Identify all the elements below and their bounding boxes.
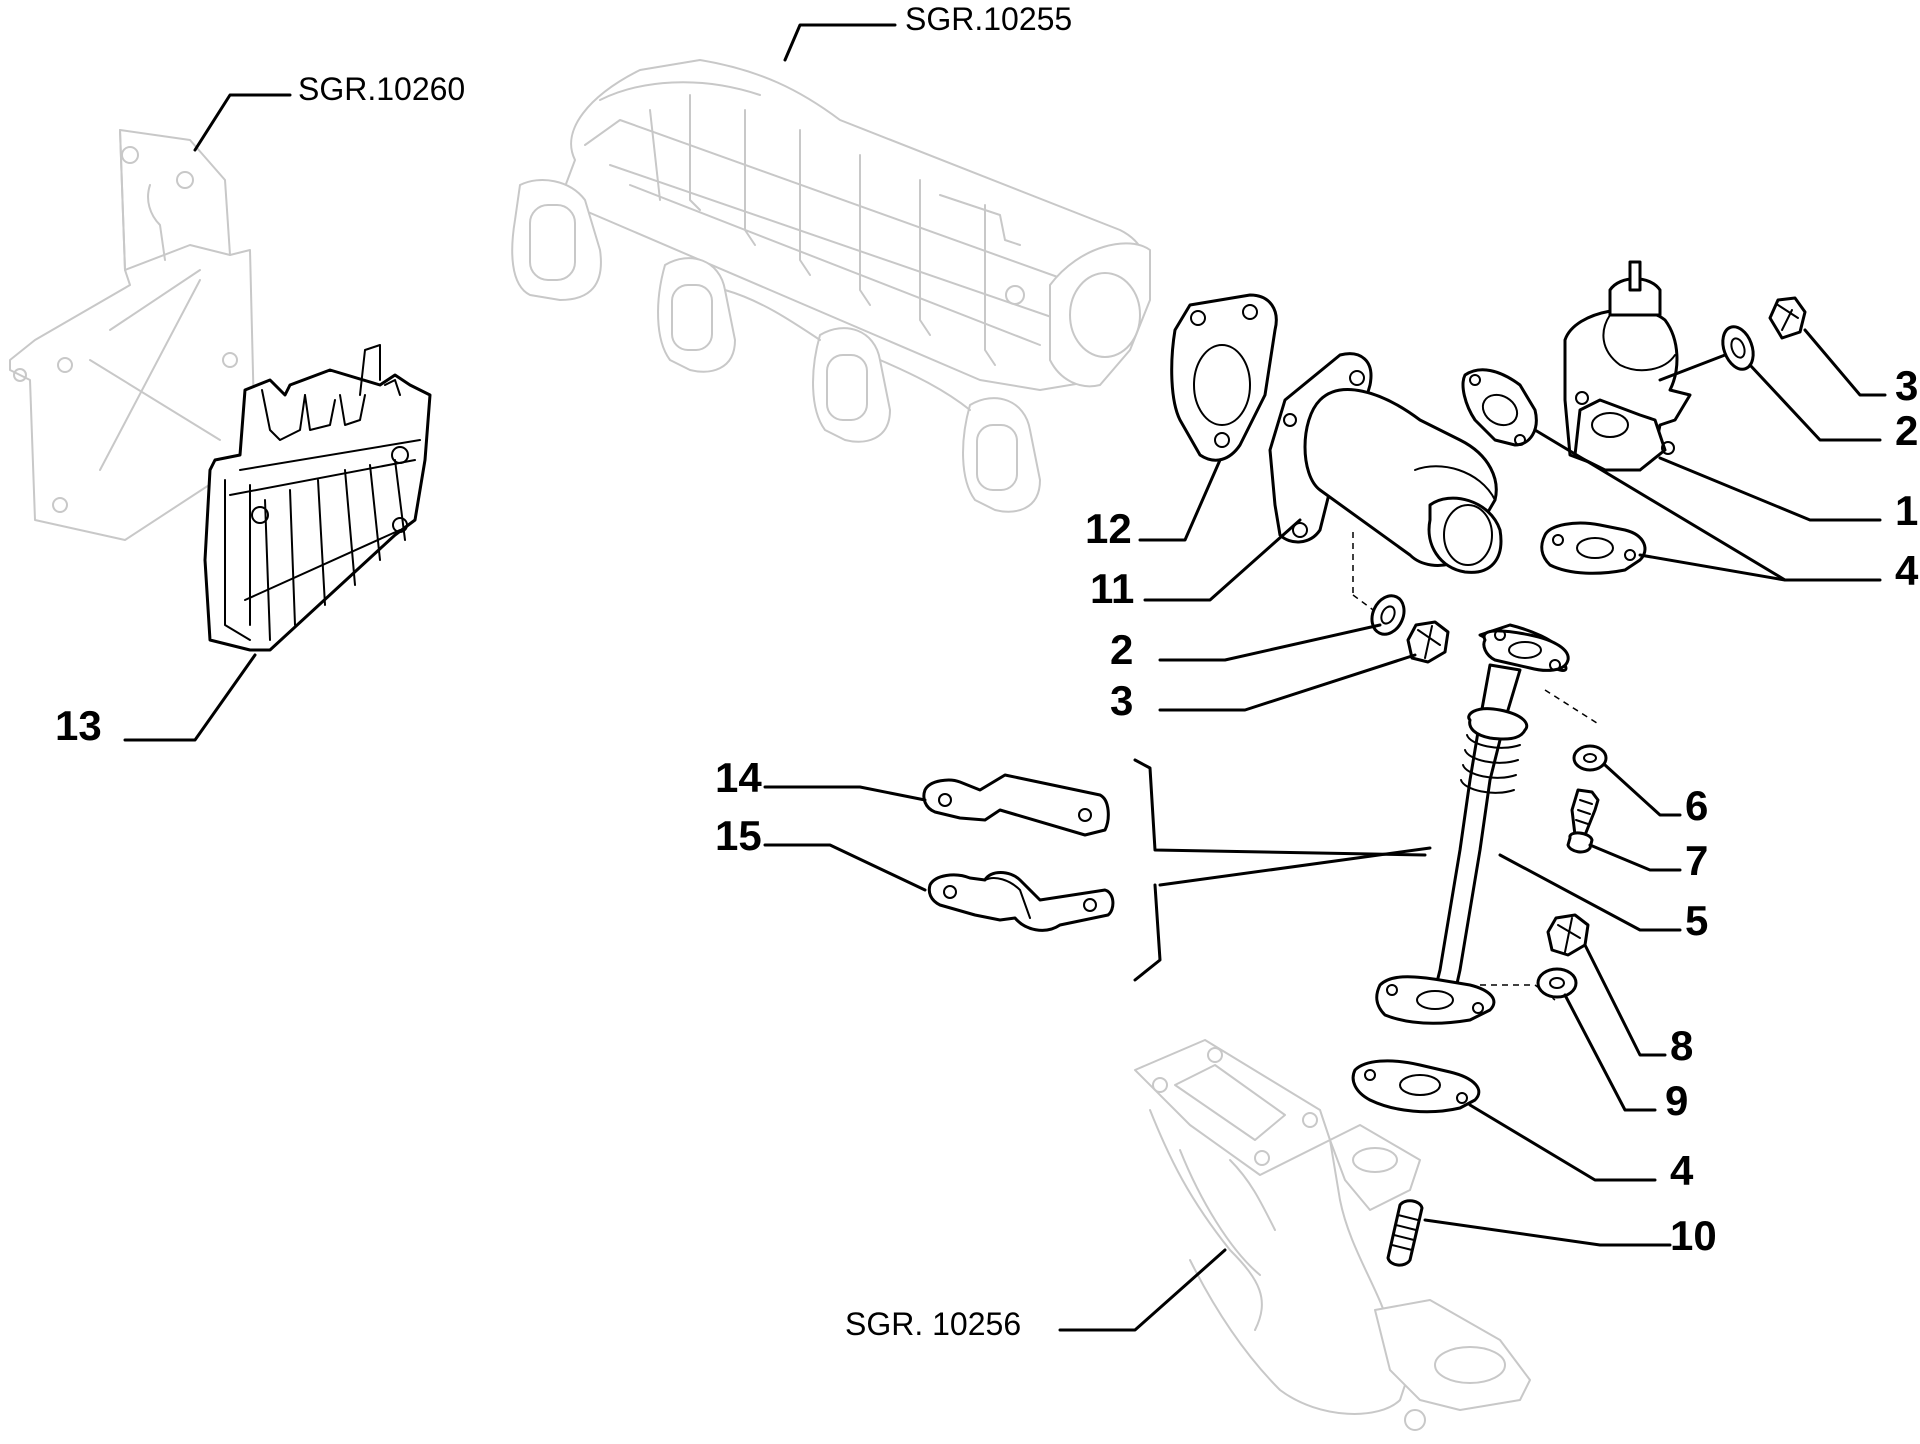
callout-15: 15 [715,812,927,892]
bracket-ghost [9,129,256,541]
callout-4-bottom: 4 [1468,1103,1694,1194]
callout-7-label: 7 [1685,837,1708,884]
callout-9-label: 9 [1665,1077,1688,1124]
part-4-gasket-upper-a [1461,368,1538,447]
callout-11-label: 11 [1090,565,1134,612]
part-11-egr-tube [1268,352,1503,574]
part-4-gasket-upper-b [1540,521,1647,575]
part-14-clamp-plate [922,773,1110,837]
part-3-nut-mid [1406,620,1450,664]
part-7-bolt [1566,788,1600,854]
part-4-gasket-lower [1351,1059,1481,1114]
callout-2-mid: 2 [1110,623,1382,673]
callout-2-mid-label: 2 [1110,626,1133,673]
manifold-reference-label: SGR.10255 [905,1,1072,37]
callout-6-label: 6 [1685,782,1708,829]
part-8-nut [1546,913,1590,957]
manifold-reference: SGR.10255 [783,1,1072,62]
callout-7: 7 [1588,837,1708,884]
callout-4-bottom-label: 4 [1670,1147,1694,1194]
callout-4-top-label: 4 [1895,547,1919,594]
part-15-clamp-saddle [927,871,1115,932]
part-5-transfer-pipe [1375,623,1570,1025]
callout-15-label: 15 [715,812,762,859]
part-9-washer [1536,967,1578,999]
part-6-washer [1572,744,1608,772]
callout-1: 1 [1658,456,1918,534]
callout-1-label: 1 [1895,487,1918,534]
part-10-stud [1386,1199,1424,1267]
callout-8: 8 [1583,943,1693,1069]
callout-8-label: 8 [1670,1022,1693,1069]
bracket-reference-label: SGR.10260 [298,71,465,107]
callout-3-mid: 3 [1110,653,1417,724]
callout-13: 13 [55,653,257,749]
callout-3-mid-label: 3 [1110,677,1133,724]
part-2-washer-top [1721,325,1755,371]
group-bracket [1133,758,1432,982]
exhaust-reference: SGR. 10256 [845,1248,1227,1342]
callout-3-top: 3 [1803,328,1918,409]
callout-11: 11 [1090,518,1381,616]
part-1-egr-valve [1563,260,1692,472]
bracket-reference: SGR.10260 [193,71,465,152]
callout-13-label: 13 [55,702,102,749]
callout-9: 9 [1563,993,1688,1124]
callout-5-label: 5 [1685,897,1708,944]
exhaust-manifold-ghost [1134,1039,1531,1431]
callout-10-label: 10 [1670,1212,1717,1259]
callout-12-label: 12 [1085,505,1132,552]
callout-14: 14 [715,754,927,802]
callout-4-top: 4 [1533,428,1919,594]
callout-2-top-label: 2 [1895,407,1918,454]
callout-14-label: 14 [715,754,762,801]
callout-6: 6 [1603,763,1708,829]
exhaust-reference-label: SGR. 10256 [845,1306,1021,1342]
part-3-nut-top [1768,296,1807,340]
part-13-control-unit [203,344,432,652]
callout-12: 12 [1085,458,1222,552]
callout-2-top: 2 [1658,353,1918,454]
part-12-gasket [1170,293,1278,462]
part-2-washer-mid [1370,594,1406,636]
callout-10: 10 [1423,1212,1717,1259]
callout-3-top-label: 3 [1895,362,1918,409]
intake-manifold-ghost [511,59,1151,513]
